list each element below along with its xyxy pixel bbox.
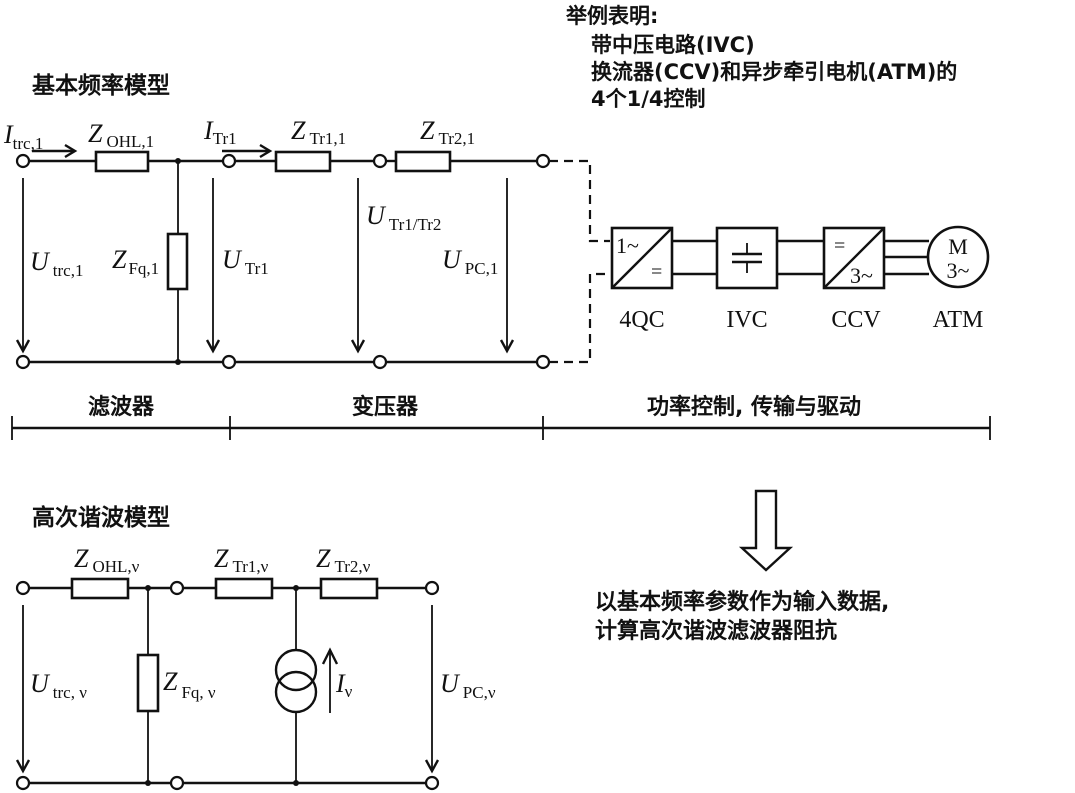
svg-text:=: = — [651, 261, 662, 283]
drive-chain: 1~ = = 3~ M 3~ 4QC — [610, 225, 990, 333]
harmonic-model-title: 高次谐波模型 — [32, 504, 170, 531]
terminal-node — [15, 354, 31, 370]
terminal-node — [15, 153, 31, 169]
section-label-power: 功率控制, 传输与驱动 — [647, 394, 861, 420]
terminal-node — [169, 580, 185, 596]
impedance-z-tr1-1 — [274, 150, 332, 173]
current-source-i-v — [274, 588, 339, 783]
block-ivc — [715, 226, 779, 290]
impedance-z-fq-1 — [166, 232, 189, 291]
terminal-node — [221, 153, 237, 169]
block-atm: M 3~ — [926, 225, 990, 289]
svg-text:M: M — [948, 234, 968, 259]
terminal-node — [372, 153, 388, 169]
voltage-arrow-u-trc-v — [15, 605, 31, 774]
impedance-z-tr2-v — [319, 577, 379, 600]
impedance-z-tr2-1 — [394, 150, 452, 173]
current-arrow-i-trc — [32, 143, 78, 159]
terminal-node — [15, 580, 31, 596]
block-label-ivc: IVC — [726, 307, 767, 333]
impedance-z-tr1-v — [214, 577, 274, 600]
section-label-filter: 滤波器 — [88, 395, 155, 420]
voltage-arrow-u-pc — [499, 178, 515, 354]
svg-text:3~: 3~ — [947, 258, 970, 283]
block-ccv: = 3~ — [822, 226, 886, 290]
svg-text:=: = — [834, 235, 845, 257]
block-4qc: 1~ = — [610, 226, 674, 290]
label-i-tr1: ITr1 — [203, 116, 237, 148]
junction-dot — [145, 585, 151, 591]
terminal-node — [221, 354, 237, 370]
terminal-node — [424, 580, 440, 596]
impedance-z-ohl-v — [70, 577, 130, 600]
svg-text:3~: 3~ — [850, 263, 873, 288]
terminal-node — [424, 775, 440, 791]
junction-dot — [293, 585, 299, 591]
junction-dot — [145, 780, 151, 786]
down-arrow-icon — [738, 489, 794, 572]
voltage-arrow-u-tr1 — [205, 178, 221, 354]
terminal-node — [372, 354, 388, 370]
conclusion-line: 以基本频率参数作为输入数据, — [595, 589, 889, 615]
voltage-arrow-u-tr1-tr2 — [350, 178, 366, 354]
fundamental-model-title: 基本频率模型 — [32, 72, 170, 99]
conclusion: 以基本频率参数作为输入数据, 计算高次谐波滤波器阻抗 — [595, 489, 889, 644]
terminal-node — [535, 153, 551, 169]
example-line: 换流器(CCV)和异步牵引电机(ATM)的 — [591, 60, 957, 84]
label-i-v: Iν — [335, 669, 353, 701]
block-label-4qc: 4QC — [619, 307, 664, 333]
section-label-transformer: 变压器 — [352, 394, 419, 420]
label-i-trc-1: Itrc,1 — [3, 120, 43, 153]
example-note: 举例表明: 带中压电路(IVC) 换流器(CCV)和异步牵引电机(ATM)的 4… — [565, 4, 957, 111]
example-line: 带中压电路(IVC) — [591, 33, 755, 57]
current-arrow-i-tr1 — [222, 143, 273, 159]
svg-text:1~: 1~ — [616, 233, 639, 258]
junction-dot — [175, 359, 181, 365]
section-ruler: 滤波器 变压器 功率控制, 传输与驱动 — [11, 394, 991, 440]
junction-dot — [175, 158, 181, 164]
terminal-node — [535, 354, 551, 370]
example-heading: 举例表明: — [565, 4, 658, 28]
impedance-z-ohl-1 — [94, 150, 150, 173]
impedance-z-fq-v — [136, 653, 160, 713]
terminal-node — [15, 775, 31, 791]
example-line: 4个1/4控制 — [591, 87, 706, 111]
terminal-node — [169, 775, 185, 791]
conclusion-line: 计算高次谐波滤波器阻抗 — [595, 618, 837, 644]
voltage-arrow-u-trc — [15, 178, 31, 354]
voltage-arrow-u-pc-v — [424, 605, 440, 774]
block-label-ccv: CCV — [831, 307, 881, 333]
dashed-connection — [549, 159, 610, 364]
junction-dot — [293, 780, 299, 786]
block-label-atm: ATM — [933, 307, 984, 333]
